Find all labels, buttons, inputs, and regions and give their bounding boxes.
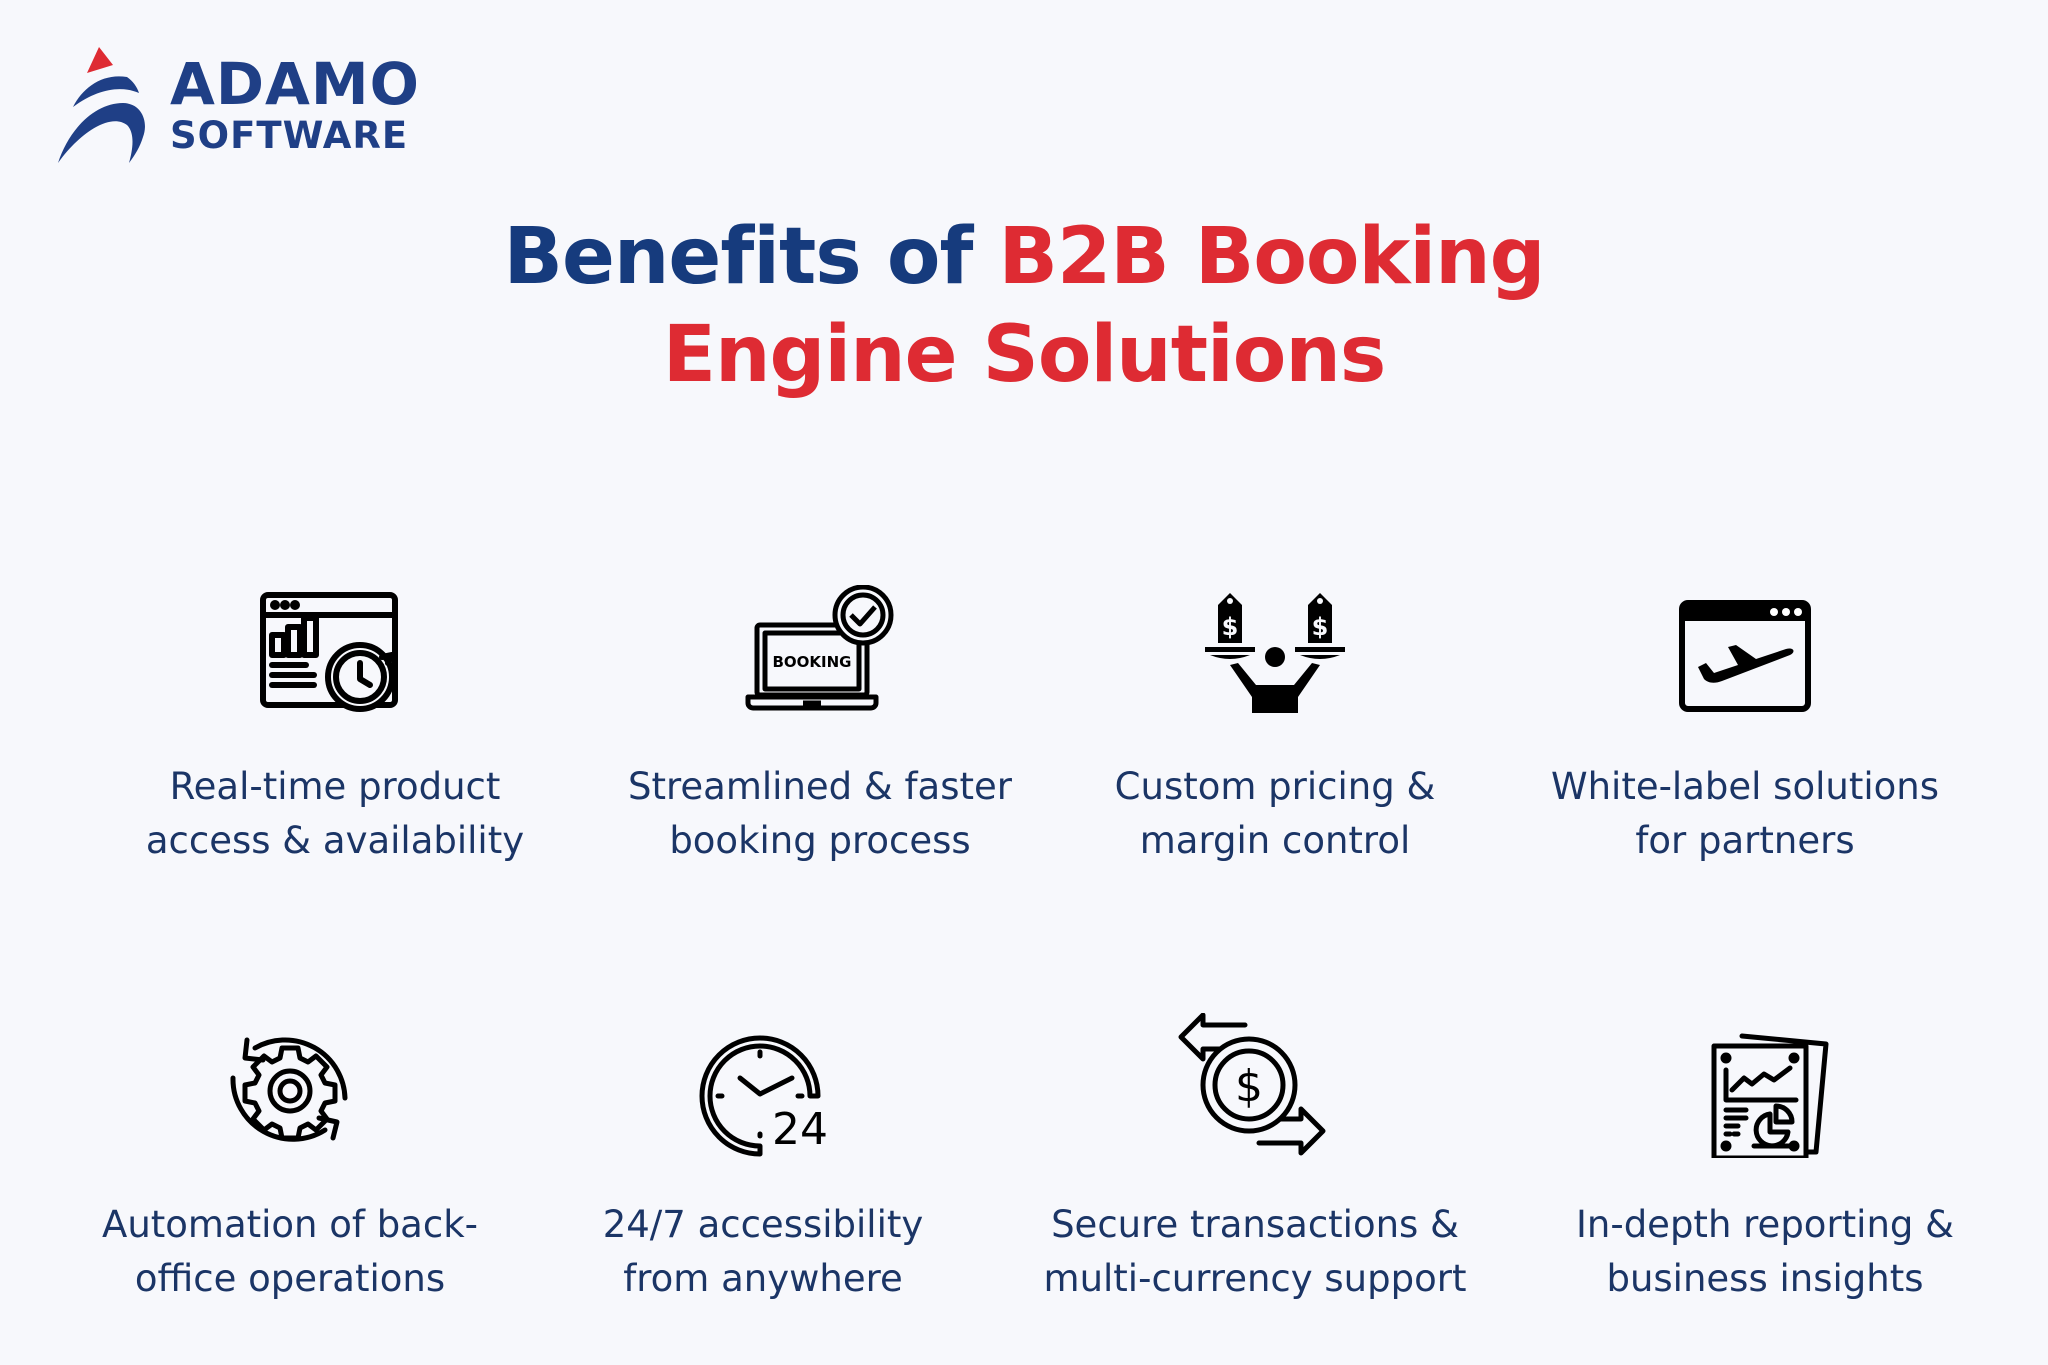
benefit-label: Secure transactions & multi-currency sup… xyxy=(1043,1203,1467,1300)
benefit-card: In-depth reporting & business insights xyxy=(1525,1018,2005,1306)
benefit-label: Custom pricing & margin control xyxy=(1114,765,1436,862)
benefit-label: Automation of back- office operations xyxy=(102,1203,478,1300)
browser-airplane-icon xyxy=(1665,580,1825,720)
brand-name: ADAMO xyxy=(170,49,420,118)
benefit-card: Automation of back- office operations xyxy=(50,1018,530,1306)
title-part-1: Benefits of xyxy=(503,212,999,302)
benefit-label: White-label solutions for partners xyxy=(1551,765,1939,862)
benefit-label: Real-time product access & availability xyxy=(145,765,525,862)
benefit-card: 24 24/7 accessibility from anywhere xyxy=(523,1018,1003,1306)
title-part-2: B2B Booking xyxy=(998,212,1546,302)
svg-text:$: $ xyxy=(1222,613,1239,641)
benefit-label: In-depth reporting & business insights xyxy=(1575,1203,1954,1300)
benefit-card: $ $ Custom pricing & margin control xyxy=(1035,580,1515,868)
svg-text:BOOKING: BOOKING xyxy=(772,653,851,671)
benefit-label: 24/7 accessibility from anywhere xyxy=(602,1203,924,1300)
benefit-label: Streamlined & faster booking process xyxy=(628,765,1012,862)
person-balancing-price-tags-icon: $ $ xyxy=(1195,580,1355,720)
benefit-card: $ Secure transactions & multi-currency s… xyxy=(1015,1013,1495,1306)
svg-text:24: 24 xyxy=(772,1104,828,1155)
laptop-booking-check-icon: BOOKING xyxy=(740,580,900,720)
svg-text:$: $ xyxy=(1312,613,1329,641)
clock-24-icon: 24 xyxy=(683,1018,843,1158)
adamo-logo-icon xyxy=(58,47,145,163)
brand-logo: ADAMO SOFTWARE xyxy=(55,45,420,163)
title-part-3: Engine Solutions xyxy=(662,310,1387,400)
benefit-card: White-label solutions for partners xyxy=(1505,580,1985,868)
report-documents-icon xyxy=(1685,1018,1845,1158)
realtime-dashboard-clock-icon xyxy=(255,580,415,720)
benefit-card: Real-time product access & availability xyxy=(95,580,575,868)
page-title: Benefits of B2B Booking Engine Solutions xyxy=(0,208,2048,404)
benefit-card: BOOKING Streamlined & faster booking pro… xyxy=(580,580,1060,868)
brand-subname: SOFTWARE xyxy=(170,113,409,157)
currency-exchange-icon: $ xyxy=(1175,1013,1335,1158)
gear-cycle-icon xyxy=(210,1018,370,1158)
svg-text:$: $ xyxy=(1235,1061,1263,1112)
